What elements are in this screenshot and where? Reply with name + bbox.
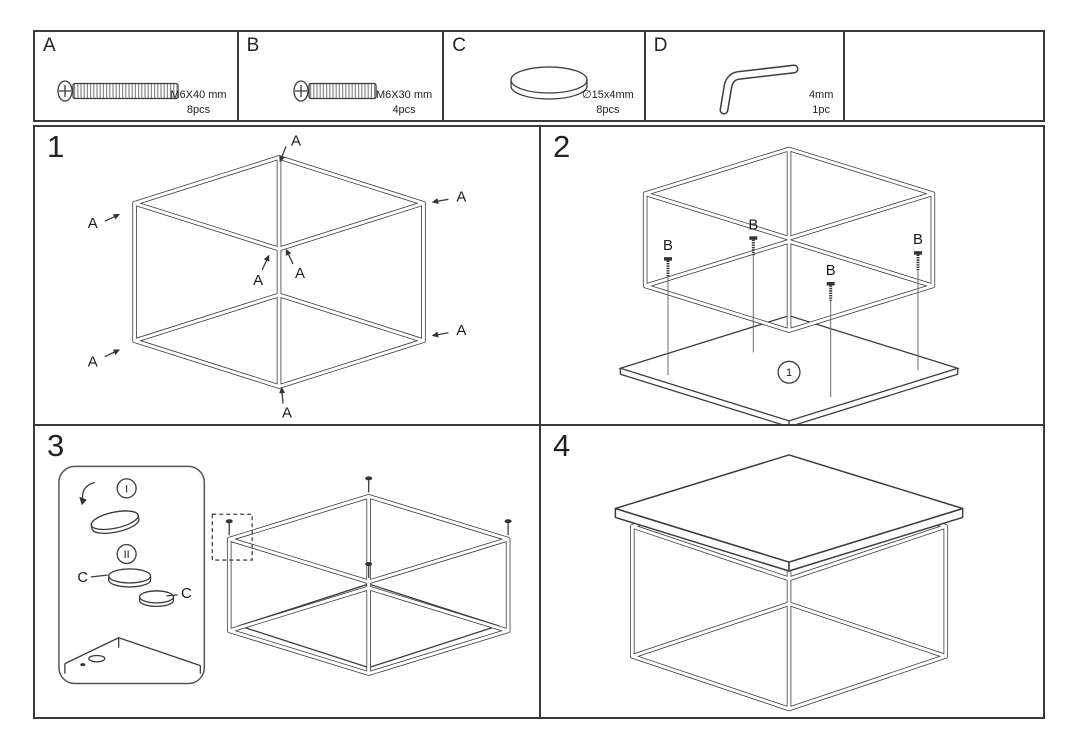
table-top-panel bbox=[614, 454, 964, 572]
cube-frame-wireframe bbox=[642, 146, 936, 333]
peeled-pad bbox=[90, 510, 140, 534]
part-size-d: 4mm bbox=[808, 89, 834, 102]
part-letter-c: C bbox=[452, 35, 466, 56]
svg-text:B: B bbox=[913, 232, 923, 248]
bolt-m6x30-icon bbox=[292, 80, 377, 102]
part-cell-b: B M6X30 mm 4pcs bbox=[239, 32, 445, 120]
svg-text:C: C bbox=[77, 569, 88, 586]
svg-text:A: A bbox=[88, 215, 98, 232]
part-spec-b: M6X30 mm 4pcs bbox=[376, 88, 432, 117]
part-letter-a: A bbox=[43, 35, 56, 56]
svg-text:A: A bbox=[282, 404, 292, 421]
pad-callout-c-left: C bbox=[77, 569, 108, 586]
screw-callout-a-top: A bbox=[279, 133, 301, 163]
step-4-finished-table-drawing bbox=[614, 454, 964, 712]
parts-table: A M6X40 mm 8pcs B M6X30 mm 4pc bbox=[33, 30, 1045, 122]
cube-frame-wireframe bbox=[226, 494, 511, 676]
corner-surface-detail bbox=[64, 637, 201, 674]
steps-grid: 1 A A A bbox=[33, 125, 1045, 719]
step-1-number: 1 bbox=[47, 129, 65, 164]
svg-text:C: C bbox=[181, 585, 192, 602]
part-size-c: ∅15x4mm bbox=[582, 89, 634, 102]
svg-text:1: 1 bbox=[786, 367, 792, 379]
step-3-pad-application-drawing: I II C bbox=[58, 465, 512, 685]
screw-b-2: B bbox=[748, 217, 758, 256]
part-size-b: M6X30 mm bbox=[375, 89, 433, 102]
part-qty-b: 4pcs bbox=[392, 103, 416, 116]
part-size-a: M6X40 mm bbox=[170, 89, 227, 102]
pad-on-leg-2 bbox=[365, 476, 373, 493]
screw-callout-a-left: A bbox=[88, 214, 121, 232]
part-cell-c: C ∅15x4mm 8pcs bbox=[444, 32, 646, 120]
svg-text:B: B bbox=[826, 263, 836, 279]
placed-pad bbox=[138, 590, 175, 608]
part-cell-a: A M6X40 mm 8pcs bbox=[35, 32, 239, 120]
part-letter-b: B bbox=[246, 35, 260, 56]
screw-callout-a-bottom-center: A bbox=[279, 386, 292, 421]
screw-callout-a-bottom-right: A bbox=[431, 322, 466, 339]
part-spec-c: ∅15x4mm 8pcs bbox=[582, 88, 634, 117]
svg-text:A: A bbox=[456, 188, 466, 205]
svg-text:A: A bbox=[253, 272, 263, 289]
step-2-number: 2 bbox=[553, 129, 571, 164]
pad-on-leg-3 bbox=[504, 519, 512, 536]
part-qty-c: 8pcs bbox=[596, 103, 620, 116]
svg-text:A: A bbox=[295, 265, 305, 282]
svg-text:A: A bbox=[291, 133, 301, 150]
flat-pad bbox=[108, 568, 152, 588]
screw-b-1: B bbox=[663, 238, 673, 276]
step-1-frame-assembly-drawing: A A A A A bbox=[88, 133, 467, 422]
inset-step-1-marker: I bbox=[116, 478, 137, 499]
part-qty-d: 1pc bbox=[812, 103, 831, 116]
step-2-shelf-attachment-drawing: B B B B 1 bbox=[618, 146, 960, 424]
step-1-panel: 1 A A A bbox=[35, 127, 541, 426]
step-4-panel: 4 bbox=[541, 426, 1043, 717]
allen-key-icon bbox=[719, 64, 799, 115]
inset-step-2-marker: II bbox=[116, 543, 137, 565]
part-cell-empty bbox=[845, 32, 1043, 120]
svg-text:B: B bbox=[748, 217, 758, 233]
svg-text:I: I bbox=[125, 483, 128, 495]
svg-text:B: B bbox=[663, 238, 673, 254]
part-qty-a: 8pcs bbox=[186, 103, 211, 116]
pad-callout-c-right: C bbox=[166, 585, 192, 602]
screw-callout-a-bottom-left: A bbox=[88, 349, 121, 371]
step-4-number: 4 bbox=[553, 428, 571, 463]
screw-callout-a-center-right: A bbox=[285, 248, 305, 282]
screw-callout-a-top-right: A bbox=[431, 188, 466, 205]
pad-on-leg-1 bbox=[225, 519, 233, 536]
part-spec-a: M6X40 mm 8pcs bbox=[170, 88, 226, 117]
svg-text:A: A bbox=[88, 354, 98, 371]
part-cell-d: D 4mm 1pc bbox=[646, 32, 846, 120]
step-3-panel: 3 I II bbox=[35, 426, 541, 717]
part-spec-d: 4mm 1pc bbox=[809, 88, 833, 117]
panel-number-marker: 1 bbox=[777, 360, 801, 384]
screw-b-4: B bbox=[913, 232, 923, 271]
step-3-number: 3 bbox=[47, 428, 65, 463]
pad-on-leg-4 bbox=[365, 562, 373, 578]
bolt-m6x40-icon bbox=[57, 80, 179, 102]
pad-disc-icon bbox=[510, 66, 588, 100]
alignment-guides bbox=[667, 255, 919, 398]
part-letter-d: D bbox=[653, 35, 668, 56]
screw-b-3: B bbox=[826, 263, 836, 301]
pad-instruction-inset: I II C bbox=[58, 465, 206, 685]
svg-text:II: II bbox=[124, 549, 130, 561]
svg-text:A: A bbox=[456, 322, 466, 339]
step-2-panel: 2 B bbox=[541, 127, 1043, 426]
cube-frame-wireframe bbox=[132, 155, 426, 389]
screw-callout-a-center-left: A bbox=[253, 254, 270, 289]
